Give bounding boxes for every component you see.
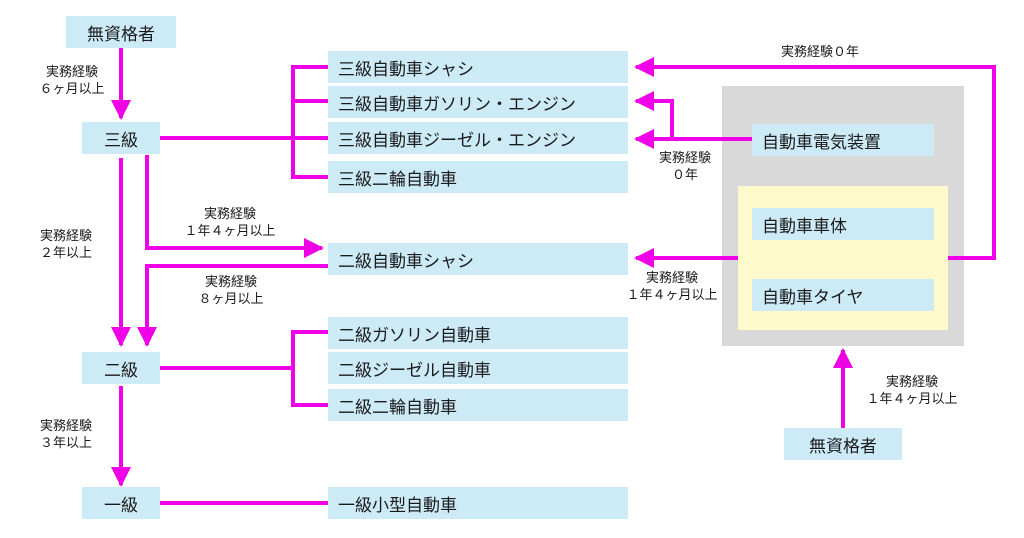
experience-label-0-years-top: 実務経験０年 bbox=[780, 45, 859, 60]
second-grade-box: 二級 bbox=[82, 352, 160, 384]
arrow-special-to-third-chassis bbox=[634, 57, 996, 260]
unqualified-right-box: 無資格者 bbox=[784, 428, 902, 460]
second-two-wheel-box: 二級二輪自動車 bbox=[328, 389, 628, 421]
second-bracket bbox=[291, 330, 328, 407]
third-two-wheel-box: 三級二輪自動車 bbox=[328, 161, 628, 193]
third-gasoline-engine-box: 三級自動車ガソリン・エンジン bbox=[328, 86, 628, 118]
arrow-electrical-to-gasoline bbox=[634, 91, 674, 139]
electrical-equipment-box: 自動車電気装置 bbox=[752, 124, 934, 156]
first-small-vehicle-box: 一級小型自動車 bbox=[328, 487, 628, 519]
first-grade-box: 一級 bbox=[82, 487, 160, 519]
vehicle-body-box: 自動車車体 bbox=[752, 208, 934, 240]
vehicle-tire-box: 自動車タイヤ bbox=[752, 279, 934, 311]
third-grade-box: 三級 bbox=[82, 122, 160, 154]
second-chassis-box: 二級自動車シャシ bbox=[328, 243, 628, 275]
second-gasoline-box: 二級ガソリン自動車 bbox=[328, 317, 628, 349]
third-bracket bbox=[291, 65, 328, 179]
arrow-third-to-second-chassis bbox=[145, 155, 324, 258]
third-diesel-engine-box: 三級自動車ジーゼル・エンジン bbox=[328, 122, 628, 154]
unqualified-top-box: 無資格者 bbox=[66, 16, 176, 48]
second-diesel-box: 二級ジーゼル自動車 bbox=[328, 352, 628, 384]
third-chassis-box: 三級自動車シャシ bbox=[328, 51, 628, 83]
arrow-second-chassis-to-second bbox=[137, 264, 328, 347]
